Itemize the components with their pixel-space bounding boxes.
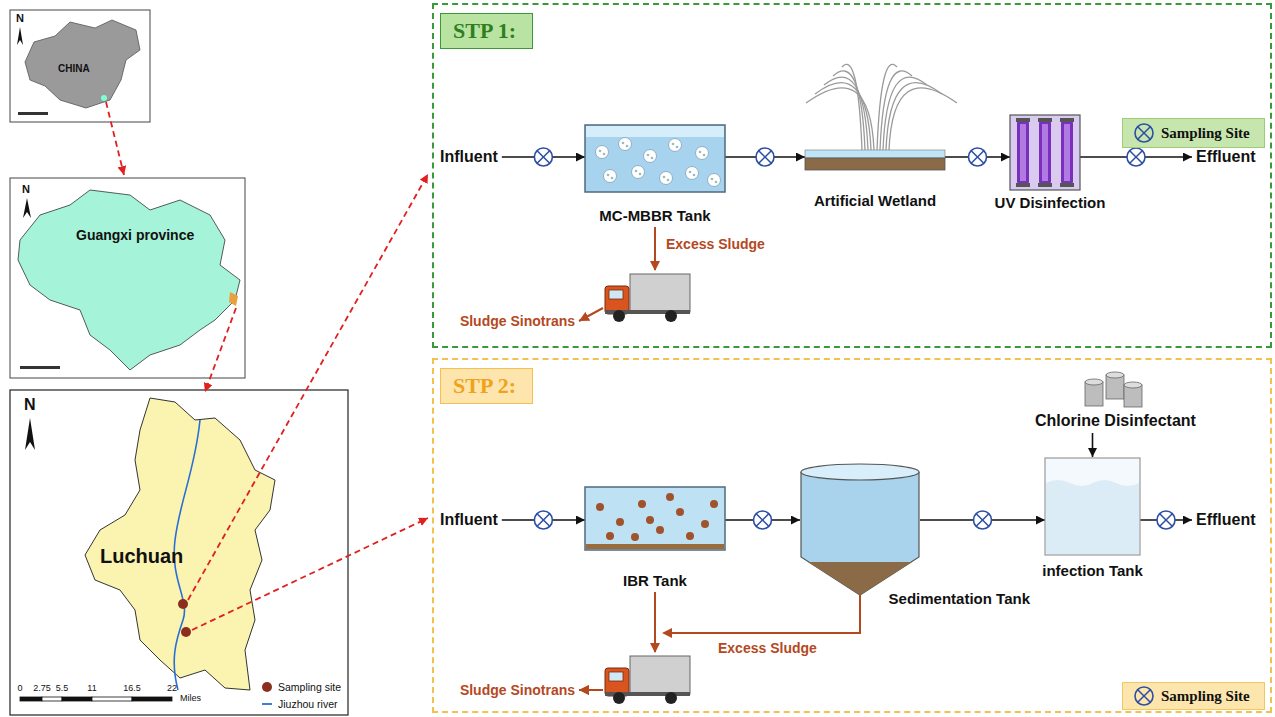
chlorine-drums [1085, 372, 1142, 407]
process-unit: IBR Tank [580, 482, 730, 590]
legend-text: Sampling Site [1161, 125, 1250, 142]
process-unit: UV Disinfection [985, 112, 1115, 212]
process-unit: MC-MBBR Tank [580, 120, 730, 225]
unit-illustration [790, 45, 960, 210]
unit-label: IBR Tank [623, 572, 687, 590]
flow-terminal: Influent [440, 148, 498, 166]
map-label: Guangxi province [76, 228, 194, 243]
unit-illustration [800, 462, 1030, 608]
edge-label: Excess Sludge [664, 236, 767, 252]
map-label: Miles [180, 694, 201, 704]
terminal-label: Influent [440, 511, 498, 529]
unit-label: infection Tank [1042, 562, 1143, 580]
legend-swatch [262, 682, 272, 692]
process-unit: Artificial Wetland [790, 45, 960, 210]
flow-terminal: Effluent [1196, 511, 1256, 529]
unit-label: Sedimentation Tank [889, 590, 1030, 608]
edge-label: Excess Sludge [716, 640, 819, 656]
map-label: N [24, 396, 36, 414]
legend-text: Sampling Site [1161, 688, 1250, 705]
map-label: N [22, 183, 30, 195]
flow-terminal: Sludge Sinotrans [460, 681, 575, 699]
unit-label: MC-MBBR Tank [599, 207, 710, 225]
stp-panel: STP 2: InfluentIBR TankSedimentation Tank… [432, 358, 1272, 713]
arrow-head [662, 628, 672, 638]
flow-terminal: Effluent [1196, 148, 1256, 166]
terminal-label: Effluent [1196, 511, 1256, 529]
sludge-arrow [579, 592, 655, 690]
process-unit: Sedimentation Tank [800, 462, 1030, 608]
legend-item: Sampling Site [1122, 118, 1265, 148]
unit-illustration [1035, 455, 1150, 580]
process-unit: infection Tank [1035, 455, 1150, 580]
arrow-head [650, 643, 660, 653]
map-label: 2.75 [33, 684, 51, 694]
map-label: 11 [87, 684, 96, 694]
sampling-site-symbol [756, 148, 774, 166]
legend-text: Jiuzhou river [278, 698, 338, 710]
flow-terminal: Influent [440, 511, 498, 529]
legend-symbol [1133, 122, 1155, 144]
legend-symbol [262, 699, 272, 709]
terminal-label: Chlorine Disinfectant [1035, 412, 1196, 430]
legend-item: Sampling Site [1122, 682, 1265, 710]
sampling-site-symbol [974, 511, 992, 529]
panel-heading: STP 1: [440, 13, 533, 49]
guangxi-map [10, 178, 245, 378]
sludge-arrow [579, 227, 655, 321]
china-map [10, 10, 150, 122]
unit-label: UV Disinfection [995, 194, 1106, 212]
stp-panel: STP 1: InfluentMC-MBBR Tank Artificial Wet… [432, 3, 1272, 348]
map-label: 0 [17, 684, 22, 694]
terminal-label: Effluent [1196, 148, 1256, 166]
unit-label: Artificial Wetland [814, 192, 936, 210]
legend-item: Jiuzhou river [262, 697, 338, 711]
terminal-label: Sludge Sinotrans [460, 312, 575, 330]
map-label: 5.5 [56, 684, 69, 694]
sampling-site-symbol [969, 148, 987, 166]
map-label: N [16, 12, 24, 24]
map-label: 22 [167, 684, 177, 694]
sampling-site-symbol [754, 511, 772, 529]
legend-symbol [1133, 685, 1155, 707]
sludge-arrow [579, 608, 860, 690]
legend-item: Sampling site [262, 680, 341, 694]
terminal-label: Influent [440, 148, 498, 166]
map-label: CHINA [58, 63, 90, 74]
flow-terminal: Chlorine Disinfectant [1035, 412, 1196, 430]
sampling-site-symbol [534, 511, 552, 529]
arrow-head [650, 261, 660, 271]
map-label: Luchuan [100, 545, 183, 567]
terminal-label: Sludge Sinotrans [460, 681, 575, 699]
flow-terminal: Sludge Sinotrans [460, 312, 575, 330]
sampling-site-symbol [1157, 511, 1175, 529]
legend-text: Sampling site [278, 681, 341, 693]
map-label: 16.5 [123, 684, 141, 694]
sampling-site-symbol [1127, 148, 1145, 166]
flow-arrow [1092, 433, 1094, 457]
scale-bar [20, 697, 172, 701]
sampling-site-symbol [534, 148, 552, 166]
luchuan-map [10, 390, 348, 715]
panel-heading: STP 2: [440, 368, 533, 404]
